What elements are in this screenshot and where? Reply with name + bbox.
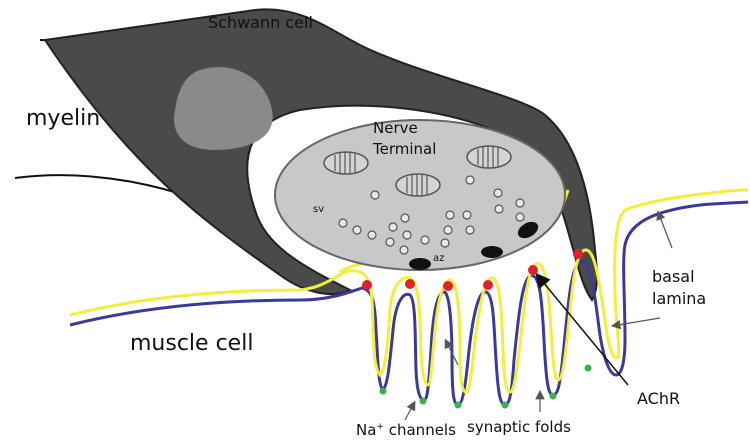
na-channels-arrow	[405, 407, 412, 420]
label-basal-lamina-line1: basal	[652, 267, 695, 286]
label-nerve-terminal-line1: Nerve	[373, 119, 418, 137]
label-na-channels: Na+ channels	[356, 421, 456, 439]
label-nerve-terminal-line2: Terminal	[372, 140, 436, 158]
label-basal-lamina-line2: lamina	[652, 289, 706, 308]
na-superscript: +	[376, 422, 384, 432]
label-synaptic-folds: synaptic folds	[467, 418, 571, 436]
label-myelin: myelin	[26, 106, 100, 131]
na-prefix: Na	[356, 421, 376, 439]
label-schwann-cell: Schwann cell	[208, 13, 313, 32]
basal-lamina-arrow-upper	[660, 217, 672, 248]
label-achr: AChR	[637, 389, 680, 408]
label-az: az	[433, 253, 444, 264]
na-suffix: channels	[384, 421, 456, 439]
label-sv: sv	[313, 204, 324, 215]
label-muscle-cell: muscle cell	[130, 331, 253, 356]
